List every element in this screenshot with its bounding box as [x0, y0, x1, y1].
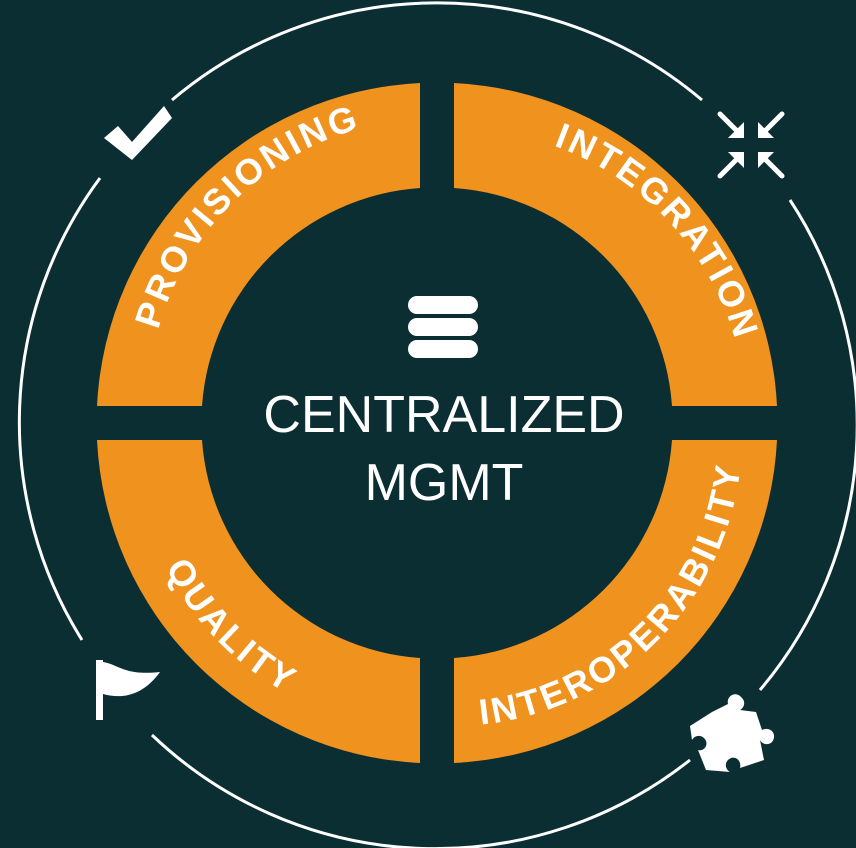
puzzle-piece-icon — [690, 694, 775, 772]
segment-provisioning — [97, 83, 420, 406]
checkmark-icon — [104, 106, 172, 160]
outer-ring-arc-left — [17, 177, 102, 641]
arrows-inward-icon — [717, 111, 785, 179]
outer-ring-arc-top — [171, 1, 703, 102]
segment-quality — [97, 440, 420, 763]
outer-ring-arc-bottom — [150, 733, 691, 848]
center-title-line2: MGMT — [365, 454, 524, 512]
flag-icon — [96, 660, 160, 720]
outer-ring-arc-right — [758, 199, 856, 691]
database-icon — [408, 296, 478, 358]
segment-ring — [97, 83, 777, 763]
segment-integration — [454, 83, 777, 406]
outer-ring — [17, 1, 856, 848]
center-title-line1: CENTRALIZED — [263, 386, 624, 444]
segment-interoperability — [454, 440, 777, 763]
